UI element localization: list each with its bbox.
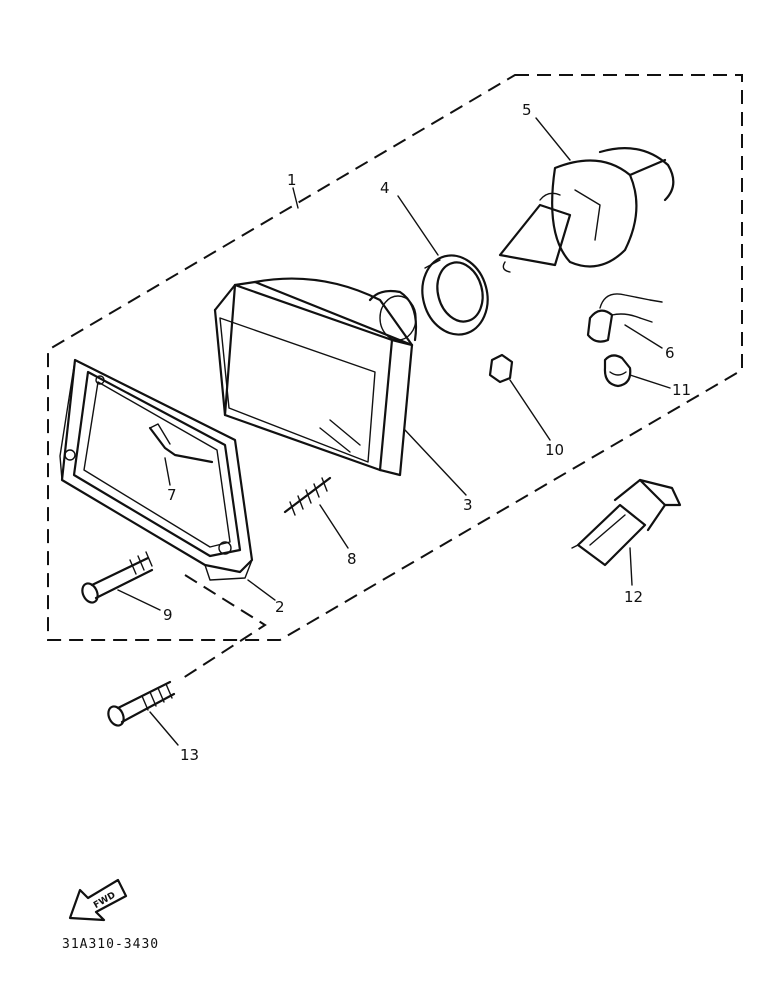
part-6-bulb-socket bbox=[586, 293, 663, 343]
callout-12: 12 bbox=[624, 588, 643, 606]
part-12-halogen-bulb bbox=[571, 478, 682, 567]
callout-11: 11 bbox=[672, 381, 691, 399]
part-3-headlight-unit bbox=[213, 277, 418, 477]
part-10-nut bbox=[488, 353, 514, 384]
part-8-screw bbox=[283, 476, 332, 516]
part-4-ring bbox=[421, 254, 489, 336]
callout-7: 7 bbox=[167, 486, 177, 504]
part-7-spring-wire bbox=[148, 423, 214, 464]
callout-8: 8 bbox=[347, 550, 357, 568]
callout-13: 13 bbox=[180, 746, 199, 764]
callout-9: 9 bbox=[163, 606, 173, 624]
leader-lines bbox=[117, 117, 671, 746]
part-5-socket bbox=[498, 147, 675, 273]
callout-4: 4 bbox=[380, 179, 390, 197]
part-11-small-bulb bbox=[603, 354, 632, 388]
callout-10: 10 bbox=[545, 441, 564, 459]
callout-1: 1 bbox=[287, 171, 297, 189]
drawing-code: 31A310-3430 bbox=[62, 937, 159, 952]
callout-6: 6 bbox=[665, 344, 675, 362]
fwd-arrow-icon: FWD bbox=[68, 878, 128, 922]
callout-5: 5 bbox=[522, 101, 532, 119]
part-2-rim bbox=[59, 358, 254, 581]
assembly-boundary bbox=[47, 74, 743, 641]
part-13-bolt bbox=[107, 680, 176, 727]
part-9-bolt bbox=[81, 551, 154, 604]
callout-3: 3 bbox=[463, 496, 473, 514]
callout-2: 2 bbox=[275, 598, 285, 616]
